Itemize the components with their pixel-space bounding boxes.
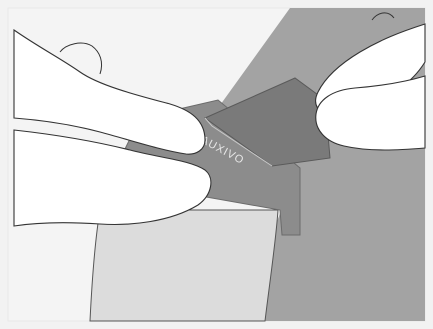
backing-liner (90, 210, 278, 321)
